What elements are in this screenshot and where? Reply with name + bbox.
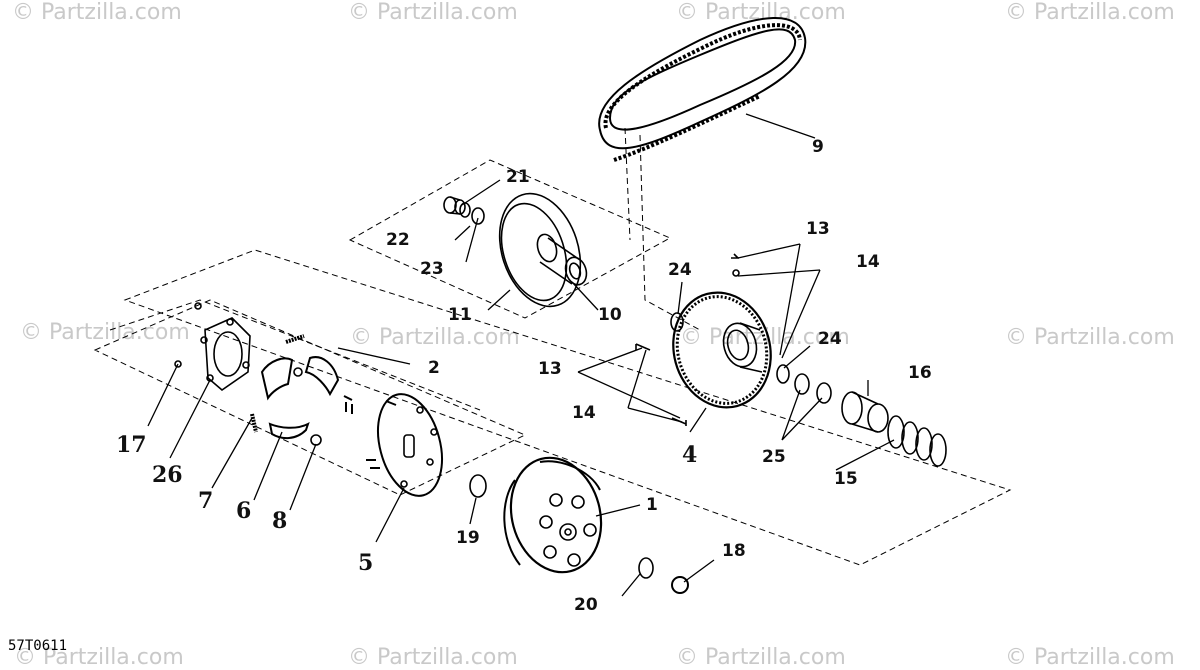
screw-part-17b[interactable] (200, 336, 208, 344)
washer-part-19[interactable] (469, 474, 487, 498)
belt-drop-line (624, 127, 701, 331)
callout-21[interactable]: 21 (506, 167, 530, 187)
watermark: © Partzilla.com (348, 645, 518, 670)
callout-15[interactable]: 15 (834, 469, 858, 489)
callout-13a[interactable]: 13 (806, 219, 830, 239)
drive-belt-part-9[interactable] (598, 17, 807, 162)
dashed-box-clutch-group (123, 249, 1012, 566)
callout-8[interactable]: 8 (272, 508, 287, 534)
callout-7[interactable]: 7 (198, 488, 213, 514)
leader-lines (147, 113, 895, 597)
clutch-shoe-part-6b[interactable] (304, 356, 340, 397)
callout-16[interactable]: 16 (908, 363, 932, 383)
bushing-part-8c[interactable] (310, 434, 322, 446)
callout-19[interactable]: 19 (456, 528, 480, 548)
bushing-part-8b[interactable] (343, 395, 353, 414)
callout-4[interactable]: 4 (682, 442, 697, 468)
callout-13b[interactable]: 13 (538, 359, 562, 379)
watermark: © Partzilla.com (676, 645, 846, 670)
watermark: © Partzilla.com (20, 320, 190, 345)
washer-part-25a[interactable] (794, 373, 810, 395)
callout-11[interactable]: 11 (448, 305, 472, 325)
clutch-shoe-part-6a[interactable] (260, 357, 294, 401)
plate-part-26[interactable] (204, 317, 251, 392)
gear-sheave-part-4[interactable] (661, 282, 784, 419)
washer-part-20[interactable] (638, 557, 654, 579)
spacer-part-16[interactable] (841, 391, 889, 433)
dashed-box-lower-shoe (109, 299, 481, 411)
washer-part-14a[interactable] (732, 269, 740, 277)
callout-24a[interactable]: 24 (668, 260, 692, 280)
callout-10[interactable]: 10 (598, 305, 622, 325)
callout-20[interactable]: 20 (574, 595, 598, 615)
callout-26[interactable]: 26 (152, 462, 183, 488)
clutch-drum-part-1[interactable] (498, 448, 613, 583)
spring-part-7a[interactable] (285, 334, 305, 344)
o-ring-part-24b[interactable] (776, 364, 790, 384)
watermark: © Partzilla.com (14, 645, 184, 670)
callout-25[interactable]: 25 (762, 447, 786, 467)
callout-14b[interactable]: 14 (572, 403, 596, 423)
secondary-sheave-part-11[interactable] (486, 183, 594, 317)
callout-17[interactable]: 17 (116, 432, 147, 458)
watermark: © Partzilla.com (1005, 0, 1175, 25)
watermark: © Partzilla.com (1005, 645, 1175, 670)
watermark: © Partzilla.com (348, 0, 518, 25)
nut-part-18[interactable] (671, 576, 689, 594)
callout-14a[interactable]: 14 (856, 252, 880, 272)
callout-23[interactable]: 23 (420, 259, 444, 279)
o-ring-part-24a[interactable] (670, 312, 684, 332)
clutch-shoe-part-6c[interactable] (268, 422, 310, 440)
watermark: © Partzilla.com (1005, 325, 1175, 350)
spring-part-15[interactable] (887, 415, 947, 467)
bolt-part-13a[interactable] (731, 253, 739, 259)
spring-part-7b[interactable] (250, 413, 258, 433)
washer-part-25b[interactable] (816, 382, 832, 404)
watermark: © Partzilla.com (350, 325, 520, 350)
bushing-part-8a[interactable] (293, 367, 303, 377)
callout-18[interactable]: 18 (722, 541, 746, 561)
callout-9[interactable]: 9 (812, 137, 824, 157)
callout-22[interactable]: 22 (386, 230, 410, 250)
callout-6[interactable]: 6 (236, 498, 251, 524)
callout-2[interactable]: 2 (428, 358, 440, 378)
bearing-part-23[interactable] (471, 207, 485, 225)
sheave-hub-part-10[interactable] (539, 237, 590, 287)
callout-5[interactable]: 5 (358, 550, 373, 576)
screw-part-17a[interactable] (194, 302, 202, 310)
diagram-code: 57T0611 (8, 638, 68, 654)
bolt-part-14b[interactable] (671, 417, 687, 426)
callout-1[interactable]: 1 (646, 495, 658, 515)
drive-plate-part-5[interactable] (366, 387, 452, 503)
bolt-part-13b[interactable] (635, 343, 651, 351)
callout-24b[interactable]: 24 (818, 329, 842, 349)
watermark: © Partzilla.com (676, 0, 846, 25)
watermark: © Partzilla.com (12, 0, 182, 25)
dashed-box-shoe-group (93, 299, 527, 496)
screw-part-17c[interactable] (174, 360, 182, 368)
